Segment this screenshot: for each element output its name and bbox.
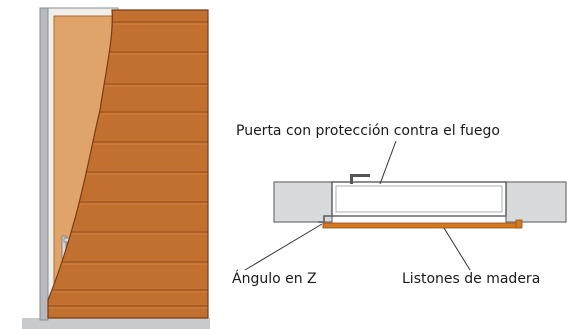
fire-door-section (331, 181, 507, 217)
section-handle-icon (350, 174, 370, 184)
floor-slab (22, 318, 210, 329)
label-fire-door: Puerta con protección contra el fuego (236, 123, 500, 139)
wood-slats-end (515, 219, 523, 229)
wood-cladding-outline (47, 9, 209, 319)
label-z-angle: Ángulo en Z (232, 271, 317, 287)
door-jamb (39, 7, 49, 321)
wall-section-right (505, 181, 567, 223)
leader-fire-door (379, 140, 397, 185)
leader-wood-slats (443, 227, 471, 271)
z-angle-profile (318, 215, 332, 223)
fire-door-section-inner (335, 185, 503, 213)
leader-z-angle (244, 223, 323, 271)
wall-section-left (273, 181, 333, 223)
label-wood-slats: Listones de madera (402, 271, 541, 287)
wood-slats-strip (322, 222, 521, 229)
